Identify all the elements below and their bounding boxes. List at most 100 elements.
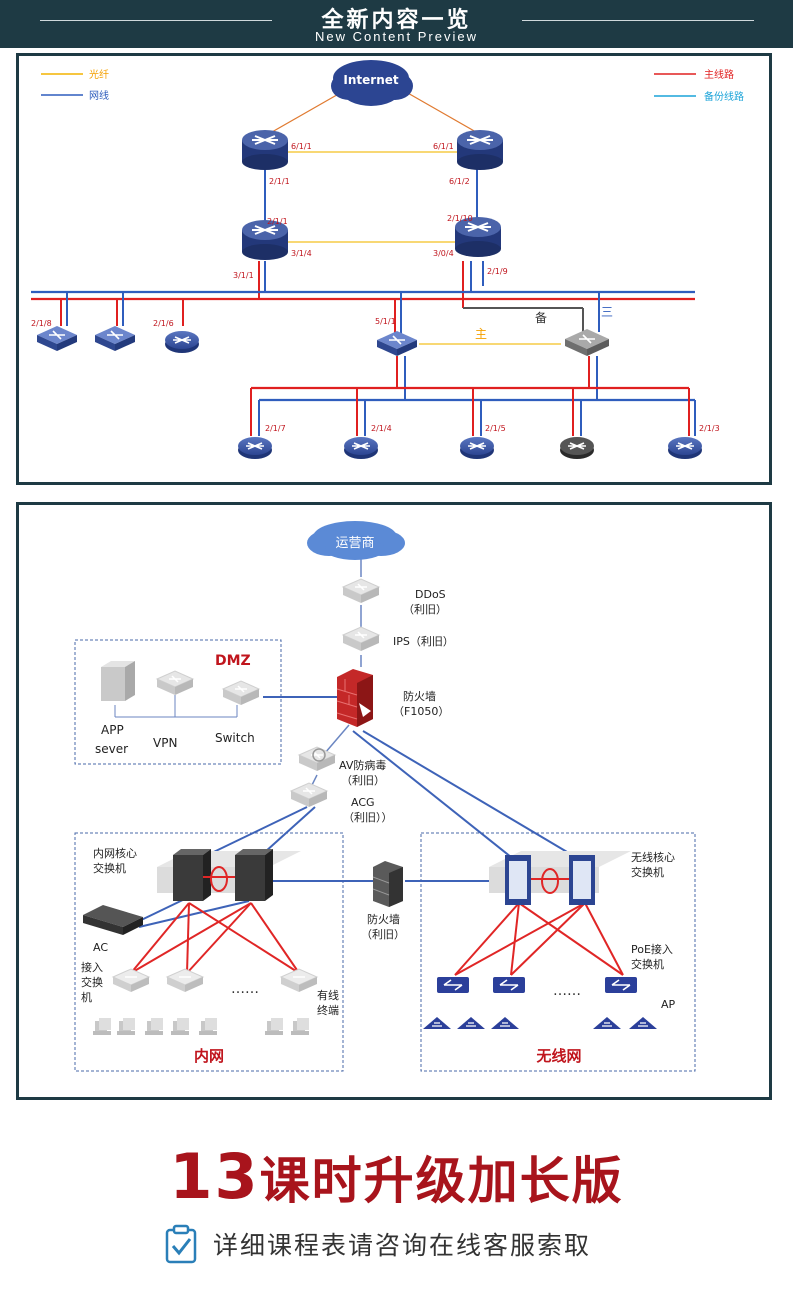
router-icon (237, 436, 273, 460)
access-switch-icon (280, 968, 318, 993)
port-label: 2/1/7 (265, 424, 286, 433)
router-icon (164, 330, 200, 354)
port-label: 6/1/2 (449, 177, 470, 186)
router-icon (454, 216, 502, 258)
ap-label: AP (661, 998, 676, 1011)
firewall2-note: （利旧） (361, 928, 405, 941)
router-gray-icon (559, 436, 595, 460)
firewall-icon (372, 861, 403, 907)
header-line-right (522, 20, 754, 21)
wired-label: 有线 (317, 988, 339, 1002)
more-dots-wireless: …… (553, 983, 581, 999)
internet-label: Internet (343, 73, 398, 87)
intranet-core-label-2: 交换机 (93, 861, 126, 875)
internet-cloud-icon (331, 60, 413, 106)
poe-switch-icon (436, 976, 470, 994)
port-label: 3/0/4 (433, 249, 454, 258)
router-icon (241, 129, 289, 171)
firewall-model: （F1050） (393, 705, 449, 718)
av-note: （利旧） (341, 774, 385, 787)
router-icon (456, 129, 504, 171)
port-label: 2/1/9 (487, 267, 508, 276)
acg-icon (290, 782, 328, 808)
third-link-label: 三 (601, 305, 613, 319)
wireless-links (454, 902, 624, 976)
header-title: 全新内容一览 (321, 8, 472, 33)
port-label: 6/1/1 (291, 142, 312, 151)
switch-gray-icon (564, 328, 610, 357)
network-diagram-1: 光纤 网线 主线路 备份线路 In (31, 60, 744, 460)
intranet-links (130, 902, 300, 974)
ips-appliance-icon (342, 626, 380, 652)
firewall2-label: 防火墙 (367, 912, 400, 926)
poe-switch-icon (604, 976, 638, 994)
legend-fiber-label: 光纤 (89, 68, 109, 81)
port-label: 2/1/10 (447, 214, 473, 223)
legend-backup-label: 备份线路 (704, 90, 744, 103)
ap-icon (628, 1016, 658, 1030)
access-label-3: 机 (81, 990, 92, 1004)
wireless-zone-label: 无线网 (535, 1047, 581, 1065)
firewall-icon (336, 669, 373, 727)
legend-main-label: 主线路 (704, 68, 734, 81)
port-label: 3/1/4 (291, 249, 312, 258)
poe-label-2: 交换机 (631, 957, 664, 971)
intranet-zone-label: 内网 (194, 1047, 224, 1065)
ips-label: IPS（利旧） (393, 635, 454, 648)
port-label: 2/1/1 (269, 177, 290, 186)
legend-network-label: 网线 (89, 89, 109, 102)
access-label: 接入 (81, 961, 103, 974)
wireless-core-switch-icon (489, 851, 631, 905)
pc-icon (117, 1018, 135, 1035)
port-label: 2/1/6 (153, 319, 174, 328)
router-icon (667, 436, 703, 460)
router-icon (343, 436, 379, 460)
ddos-note: （利旧） (403, 603, 447, 616)
ap-icon (490, 1016, 520, 1030)
ddos-label: DDoS (415, 588, 446, 601)
dmz-zone (74, 639, 282, 765)
switch-icon (94, 325, 136, 352)
port-label: 3/1/1 (233, 271, 254, 280)
router-icon (241, 219, 289, 261)
app-label: APP (101, 723, 124, 737)
ac-controller-icon (83, 905, 143, 935)
operator-label: 运营商 (335, 536, 374, 551)
port-label: 2/1/1 (267, 217, 288, 226)
vpn-icon (156, 670, 194, 696)
network-diagram-panel-1: 光纤 网线 主线路 备份线路 In (16, 53, 772, 485)
poe-switch-icon (492, 976, 526, 994)
header-line-left (40, 20, 272, 21)
switch-icon (376, 330, 418, 357)
vpn-label: VPN (153, 736, 177, 750)
access-label-2: 交换 (81, 975, 103, 989)
port-labels: 6/1/1 6/1/1 2/1/1 6/1/2 2/1/1 2/1/10 3/1… (31, 142, 720, 433)
acg-note: （利旧）） (343, 811, 393, 824)
ap-icon (456, 1016, 486, 1030)
pc-icon (145, 1018, 163, 1035)
header-subtitle: New Content Preview (315, 29, 478, 44)
acg-label: ACG (351, 796, 375, 809)
port-label: 5/1/1 (375, 317, 396, 326)
intranet-zone (74, 832, 344, 1072)
ac-label: AC (93, 941, 108, 954)
more-dots: …… (231, 981, 259, 997)
firewall-label: 防火墙 (403, 689, 436, 703)
network-diagram-2: 运营商 DDoS （利旧） IPS（利旧） DMZ APP sever VPN … (74, 521, 696, 1072)
access-switch-icon (112, 968, 150, 993)
course-title: 13课时升级加长版 (0, 1140, 793, 1213)
operator-cloud-icon (307, 521, 405, 560)
pc-icon (199, 1018, 217, 1035)
wireless-core-label-2: 交换机 (631, 865, 664, 879)
pc-icon (93, 1018, 111, 1035)
ap-icon (422, 1016, 452, 1030)
port-label: 2/1/5 (485, 424, 506, 433)
av-label: AV防病毒 (339, 758, 386, 772)
pc-icon (265, 1018, 283, 1035)
switch-icon (36, 325, 78, 352)
port-label: 6/1/1 (433, 142, 454, 151)
network-diagram-panel-2: 运营商 DDoS （利旧） IPS（利旧） DMZ APP sever VPN … (16, 502, 772, 1100)
course-title-text: 课时升级加长版 (259, 1152, 624, 1210)
av-icon (298, 746, 336, 772)
port-label: 2/1/4 (371, 424, 392, 433)
